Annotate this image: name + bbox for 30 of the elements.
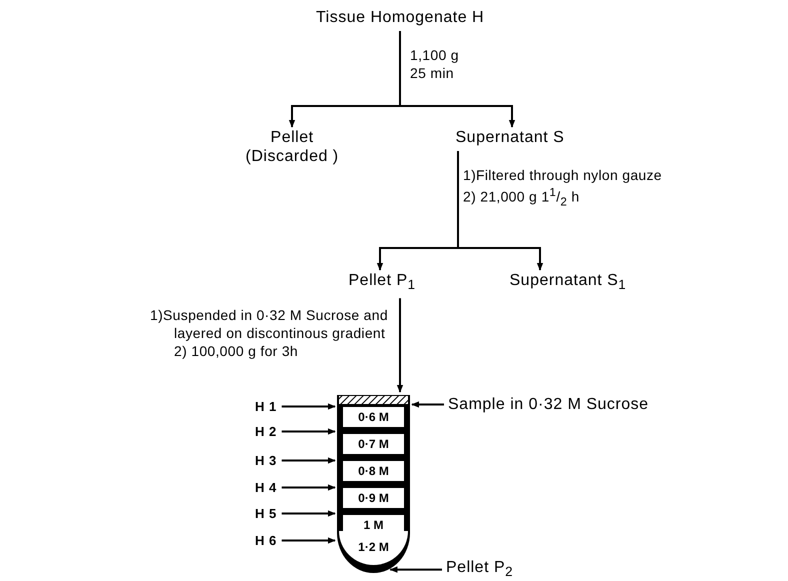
fraction-label: Supernatant S$_{1}$ xyxy=(510,271,626,294)
gradient-layer: 0·8 M xyxy=(343,461,404,481)
fraction-label: H 4 xyxy=(255,478,277,497)
step-label: Tissue Homogenate H xyxy=(316,8,484,27)
fraction-label: Pellet xyxy=(270,128,315,147)
centrifuge-tube-drawing xyxy=(337,393,410,573)
fraction-label: Pellet P$_{1}$ xyxy=(348,271,416,294)
gradient-layer: 0·9 M xyxy=(343,488,404,508)
callout-label: Sample in 0·32 M Sucrose xyxy=(448,395,649,414)
arrow xyxy=(399,31,516,128)
arrow xyxy=(282,484,336,491)
arrow xyxy=(389,566,442,573)
arrow xyxy=(396,298,404,393)
arrow xyxy=(282,457,336,464)
arrow xyxy=(282,537,336,544)
arrow xyxy=(457,151,544,271)
fraction-label: H 6 xyxy=(255,531,277,550)
callout-label: Pellet P$_{2}$ xyxy=(446,558,514,581)
fraction-label: H 3 xyxy=(255,451,277,470)
fraction-label: H 1 xyxy=(255,397,277,416)
note-text: (Discarded ) xyxy=(246,147,339,166)
arrow xyxy=(282,510,336,517)
arrow xyxy=(411,401,444,408)
fraction-label: H 2 xyxy=(255,422,277,441)
arrow xyxy=(282,403,336,410)
gradient-layer: 0·7 M xyxy=(343,434,404,454)
fraction-label: Supernatant S xyxy=(456,128,564,147)
arrow xyxy=(282,428,336,435)
gradient-layer: 0·6 M xyxy=(343,407,404,427)
fraction-label: H 5 xyxy=(255,504,277,523)
